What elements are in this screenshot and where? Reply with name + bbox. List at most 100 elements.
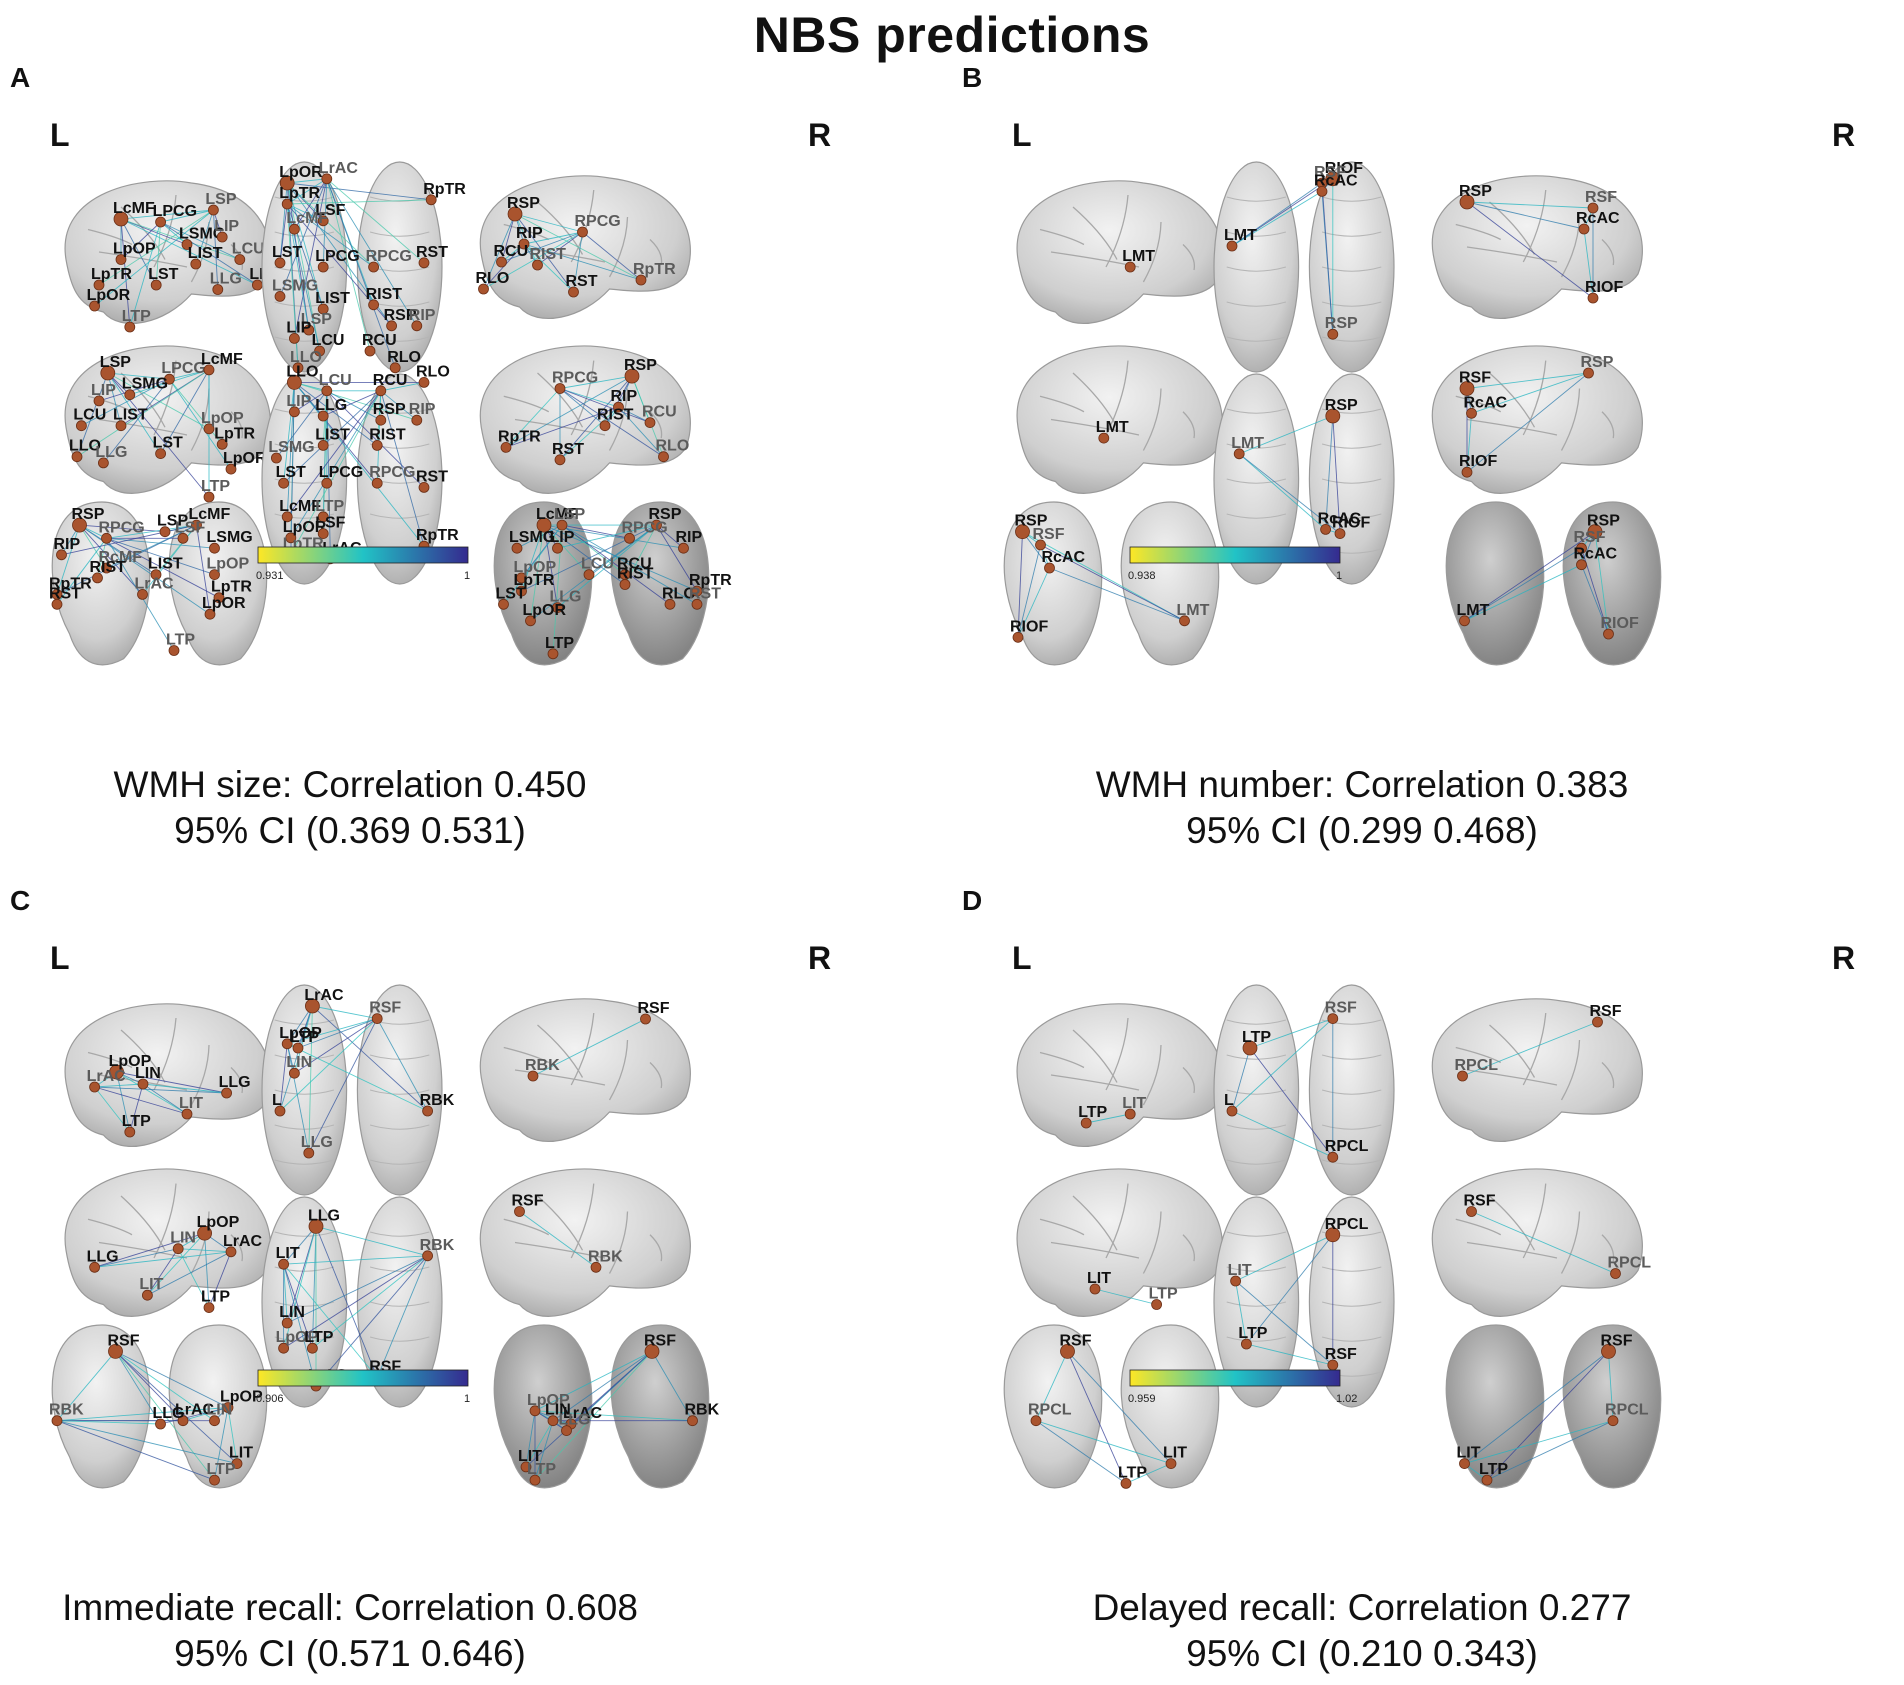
node-llg: LLG bbox=[308, 1207, 340, 1234]
sulcus-line bbox=[1072, 1195, 1118, 1251]
node-marker bbox=[197, 1225, 213, 1241]
node-lpor: LpOR bbox=[283, 519, 327, 544]
node-label: LMT bbox=[1177, 602, 1210, 619]
network-edge bbox=[312, 1255, 428, 1349]
node-list: LIST bbox=[315, 426, 350, 451]
node-marker bbox=[292, 362, 304, 374]
node-label: RSP bbox=[624, 357, 657, 374]
sulcus-line bbox=[153, 194, 177, 268]
node-lst: LST bbox=[148, 266, 179, 291]
node-label: LCU bbox=[232, 241, 265, 258]
node-marker bbox=[518, 238, 530, 250]
network-edge bbox=[116, 1071, 188, 1115]
network-edge bbox=[311, 1226, 317, 1349]
hemisphere-r bbox=[356, 1196, 443, 1408]
hemisphere-surface bbox=[1431, 1168, 1643, 1317]
gyrus-line bbox=[274, 1231, 335, 1237]
network-edge bbox=[155, 221, 162, 286]
gyrus-line bbox=[1226, 1089, 1287, 1095]
node-label: RPCL bbox=[1028, 1402, 1072, 1419]
node-lcu: LCU bbox=[312, 332, 344, 357]
gyrus-line bbox=[369, 336, 430, 342]
node-label: LTP bbox=[122, 308, 151, 325]
sulcus-line bbox=[1489, 372, 1536, 428]
node-rst: RST bbox=[416, 244, 448, 269]
node-label: RSF bbox=[1325, 1346, 1357, 1363]
network-edge bbox=[1466, 372, 1589, 389]
node-label: RST bbox=[689, 585, 721, 602]
node-marker bbox=[1583, 367, 1594, 379]
node-lit: LIT bbox=[518, 1448, 542, 1473]
edge-group bbox=[1094, 1288, 1157, 1305]
sulcus-line bbox=[1455, 223, 1502, 241]
network-edge bbox=[56, 1407, 229, 1422]
node-label: LLG bbox=[550, 589, 582, 606]
node-ltp: LTP bbox=[166, 632, 195, 656]
node-rpcg: RPCG bbox=[369, 464, 415, 489]
network-edge bbox=[283, 390, 382, 484]
node-lpop: LpOP bbox=[113, 241, 156, 265]
network-edge bbox=[656, 524, 698, 592]
node-rcac: RcAC bbox=[1576, 210, 1620, 235]
network-edge bbox=[582, 231, 642, 281]
network-edge bbox=[56, 1420, 215, 1481]
sulcus-line bbox=[1039, 395, 1085, 413]
sulcus-line bbox=[230, 1234, 244, 1262]
node-lpor: LpOR bbox=[223, 450, 267, 475]
node-rist: RIST bbox=[90, 559, 126, 584]
network-edge bbox=[116, 1071, 227, 1094]
network-edge bbox=[294, 1018, 378, 1074]
sulcus-line bbox=[1050, 1241, 1140, 1259]
network-edge bbox=[1464, 531, 1596, 622]
node-label: L bbox=[1224, 1092, 1234, 1109]
network-edge bbox=[120, 209, 214, 220]
network-edge bbox=[1464, 547, 1582, 622]
node-marker bbox=[1124, 1108, 1136, 1120]
node-marker bbox=[644, 417, 656, 429]
node-marker bbox=[1226, 240, 1238, 252]
panel-letter: D bbox=[962, 885, 983, 916]
node-label: LIN bbox=[279, 1304, 305, 1321]
network-edge bbox=[103, 378, 170, 464]
node-marker bbox=[687, 1415, 698, 1427]
node-marker bbox=[556, 519, 568, 531]
sulcus-line bbox=[1560, 388, 1581, 451]
gyrus-line bbox=[369, 196, 430, 202]
network-edge bbox=[196, 525, 211, 615]
node-marker bbox=[389, 362, 401, 374]
network-edge bbox=[286, 1005, 313, 1045]
node-marker bbox=[1325, 1227, 1341, 1243]
node-rsf: RSF bbox=[1314, 164, 1346, 189]
node-marker bbox=[150, 279, 162, 291]
node-marker bbox=[124, 389, 136, 401]
network-edge bbox=[543, 525, 558, 608]
node-label: RcAC bbox=[1464, 394, 1508, 411]
node-marker bbox=[624, 532, 635, 544]
node-label: RIOF bbox=[1332, 515, 1370, 532]
sulcus-line bbox=[1466, 246, 1558, 263]
node-rip: RIP bbox=[611, 388, 638, 413]
node-label: LIT bbox=[179, 1095, 203, 1112]
node-lmt: LMT bbox=[1096, 419, 1129, 444]
node-label: RSF bbox=[1464, 1193, 1496, 1210]
node-label: RLO bbox=[662, 585, 696, 602]
node-label: LCU bbox=[73, 407, 106, 424]
node-rsp: RSP bbox=[373, 401, 406, 426]
node-marker bbox=[418, 257, 430, 269]
node-label: RBK bbox=[420, 1092, 455, 1109]
node-lit: LIT bbox=[1163, 1445, 1187, 1469]
node-marker bbox=[177, 532, 189, 544]
node-lrac: LrAC bbox=[175, 1402, 215, 1427]
node-marker bbox=[141, 1289, 153, 1301]
node-label: LIP bbox=[91, 382, 116, 399]
node-label: LLG bbox=[559, 1412, 591, 1429]
sulcus-line bbox=[87, 1051, 133, 1069]
gyrus-line bbox=[1226, 478, 1287, 484]
sulcus-line bbox=[1466, 418, 1558, 436]
gyrus-line bbox=[369, 1089, 430, 1095]
network-edge bbox=[1094, 1288, 1157, 1305]
node-marker bbox=[1012, 631, 1024, 643]
